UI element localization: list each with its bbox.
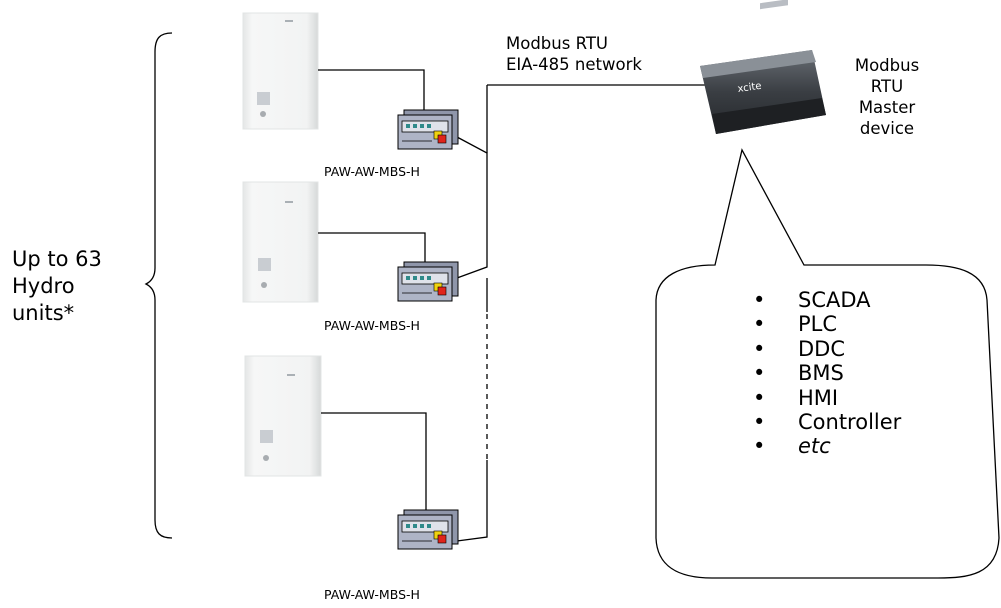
group-brace [144, 32, 173, 539]
master-label-line-3: Master [858, 98, 916, 117]
bus-line [456, 136, 488, 279]
gateway-label-1: PAW-AW-MBS-H [324, 164, 420, 179]
group-label-line-1: Up to 63 [12, 247, 102, 271]
master-label-line-4: device [859, 119, 915, 138]
master-label-line-1: Modbus [854, 56, 920, 75]
list-item-plc: PLC [748, 312, 901, 337]
hydro-unit-3 [244, 355, 322, 477]
gateway-label-2: PAW-AW-MBS-H [324, 318, 420, 333]
master-brand-text: xcite [737, 81, 762, 95]
master-systems-list: SCADA PLC DDC BMS HMI Controller etc [748, 288, 901, 459]
network-label-line-2: EIA-485 network [506, 55, 642, 74]
hydro-unit-2 [242, 181, 319, 303]
list-item-etc: etc [748, 434, 901, 459]
gateway-label-3: PAW-AW-MBS-H [324, 587, 420, 602]
gateway-device-3 [397, 509, 459, 550]
bus-line-end [456, 460, 488, 542]
list-item-scada: SCADA [748, 288, 901, 313]
gateway-device-1 [397, 109, 459, 150]
list-item-hmi: HMI [748, 386, 901, 411]
gateway-device-2 [397, 261, 459, 302]
hydro-group-label: Up to 63 Hydro units* [12, 246, 102, 327]
group-label-line-2: Hydro [12, 274, 75, 298]
list-item-ddc: DDC [748, 337, 901, 362]
master-device-label: Modbus RTU Master device [848, 55, 926, 139]
unit3-link [321, 412, 427, 512]
group-label-line-3: units* [12, 301, 75, 325]
network-label: Modbus RTU EIA-485 network [506, 33, 642, 75]
network-label-line-1: Modbus RTU [506, 34, 608, 53]
list-item-bms: BMS [748, 361, 901, 386]
unit2-link [318, 232, 426, 266]
unit1-link [318, 69, 425, 112]
list-item-controller: Controller [748, 410, 901, 435]
master-device: xcite [700, 0, 826, 134]
master-label-line-2: RTU [870, 77, 904, 96]
hydro-unit-1 [242, 12, 319, 130]
